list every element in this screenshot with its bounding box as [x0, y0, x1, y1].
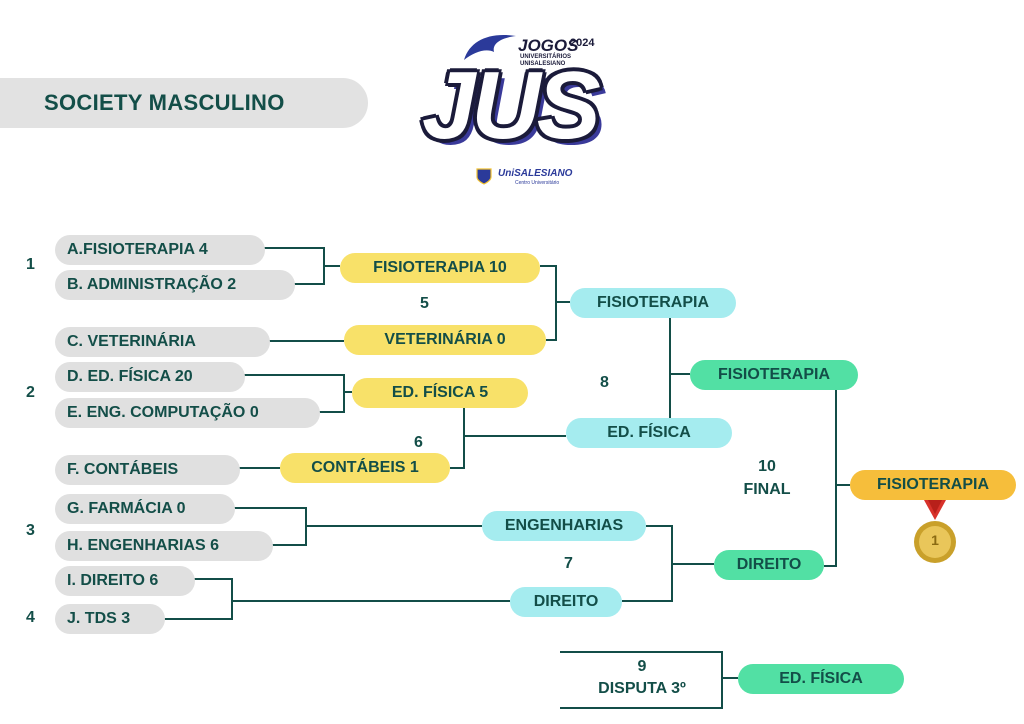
round3-direito-pill: DIREITO	[510, 587, 622, 617]
team-j-pill: J. TDS 3	[55, 604, 165, 634]
round2-fisioterapia-pill: FISIOTERAPIA 10	[340, 253, 540, 283]
round2-edfisica-pill: ED. FÍSICA 5	[352, 378, 528, 408]
game-number-6: 6	[414, 434, 423, 451]
game-number-1: 1	[26, 256, 35, 273]
third-place-winner-pill: ED. FÍSICA	[738, 664, 904, 694]
logo-year: 2024	[570, 37, 595, 49]
game-number-3: 3	[26, 522, 35, 539]
final-label: FINAL	[743, 481, 791, 498]
game-number-4: 4	[26, 609, 35, 626]
logo-jus-text: JUS	[422, 52, 601, 159]
team-g-pill: G. FARMÁCIA 0	[55, 494, 235, 524]
round3-edfisica-pill: ED. FÍSICA	[566, 418, 732, 448]
game-number-10: 10	[758, 458, 776, 475]
game-number-8: 8	[600, 374, 609, 391]
round2-contabeis-pill: CONTÁBEIS 1	[280, 453, 450, 483]
team-b-pill: B. ADMINISTRAÇÃO 2	[55, 270, 295, 300]
logo-institution-sub: Centro Universitário	[515, 180, 560, 186]
gold-medal-icon	[914, 500, 956, 563]
semis-direito-pill: DIREITO	[714, 550, 824, 580]
title-banner	[0, 78, 368, 128]
team-a-pill: A.FISIOTERAPIA 4	[55, 235, 265, 265]
logo-institution: UniSALESIANO	[498, 168, 573, 179]
game-number-7: 7	[564, 555, 573, 572]
game-number-2: 2	[26, 384, 35, 401]
team-e-pill: E. ENG. COMPUTAÇÃO 0	[55, 398, 320, 428]
round2-veterinaria-pill: VETERINÁRIA 0	[344, 325, 546, 355]
page-title: SOCIETY MASCULINO	[44, 90, 285, 115]
flame-swoosh-icon	[464, 35, 516, 60]
logo-jogos-text: JOGOS	[518, 36, 579, 55]
team-c-pill: C. VETERINÁRIA	[55, 327, 270, 357]
semis-fisioterapia-pill: FISIOTERAPIA	[690, 360, 858, 390]
medal-number: 1	[931, 532, 939, 548]
third-place-label: DISPUTA 3º	[598, 680, 686, 697]
team-d-pill: D. ED. FÍSICA 20	[55, 362, 245, 392]
team-h-pill: H. ENGENHARIAS 6	[55, 531, 273, 561]
logo-subtitle: UNIVERSITÁRIOS UNISALESIANO	[520, 54, 572, 67]
team-f-pill: F. CONTÁBEIS	[55, 455, 240, 485]
game-number-5: 5	[420, 295, 429, 312]
team-i-pill: I. DIREITO 6	[55, 566, 195, 596]
round3-fisioterapia-pill: FISIOTERAPIA	[570, 288, 736, 318]
champion-pill: FISIOTERAPIA	[850, 470, 1016, 500]
game-number-9: 9	[637, 658, 647, 675]
crest-icon	[476, 168, 492, 185]
round3-engenharias-pill: ENGENHARIAS	[482, 511, 646, 541]
